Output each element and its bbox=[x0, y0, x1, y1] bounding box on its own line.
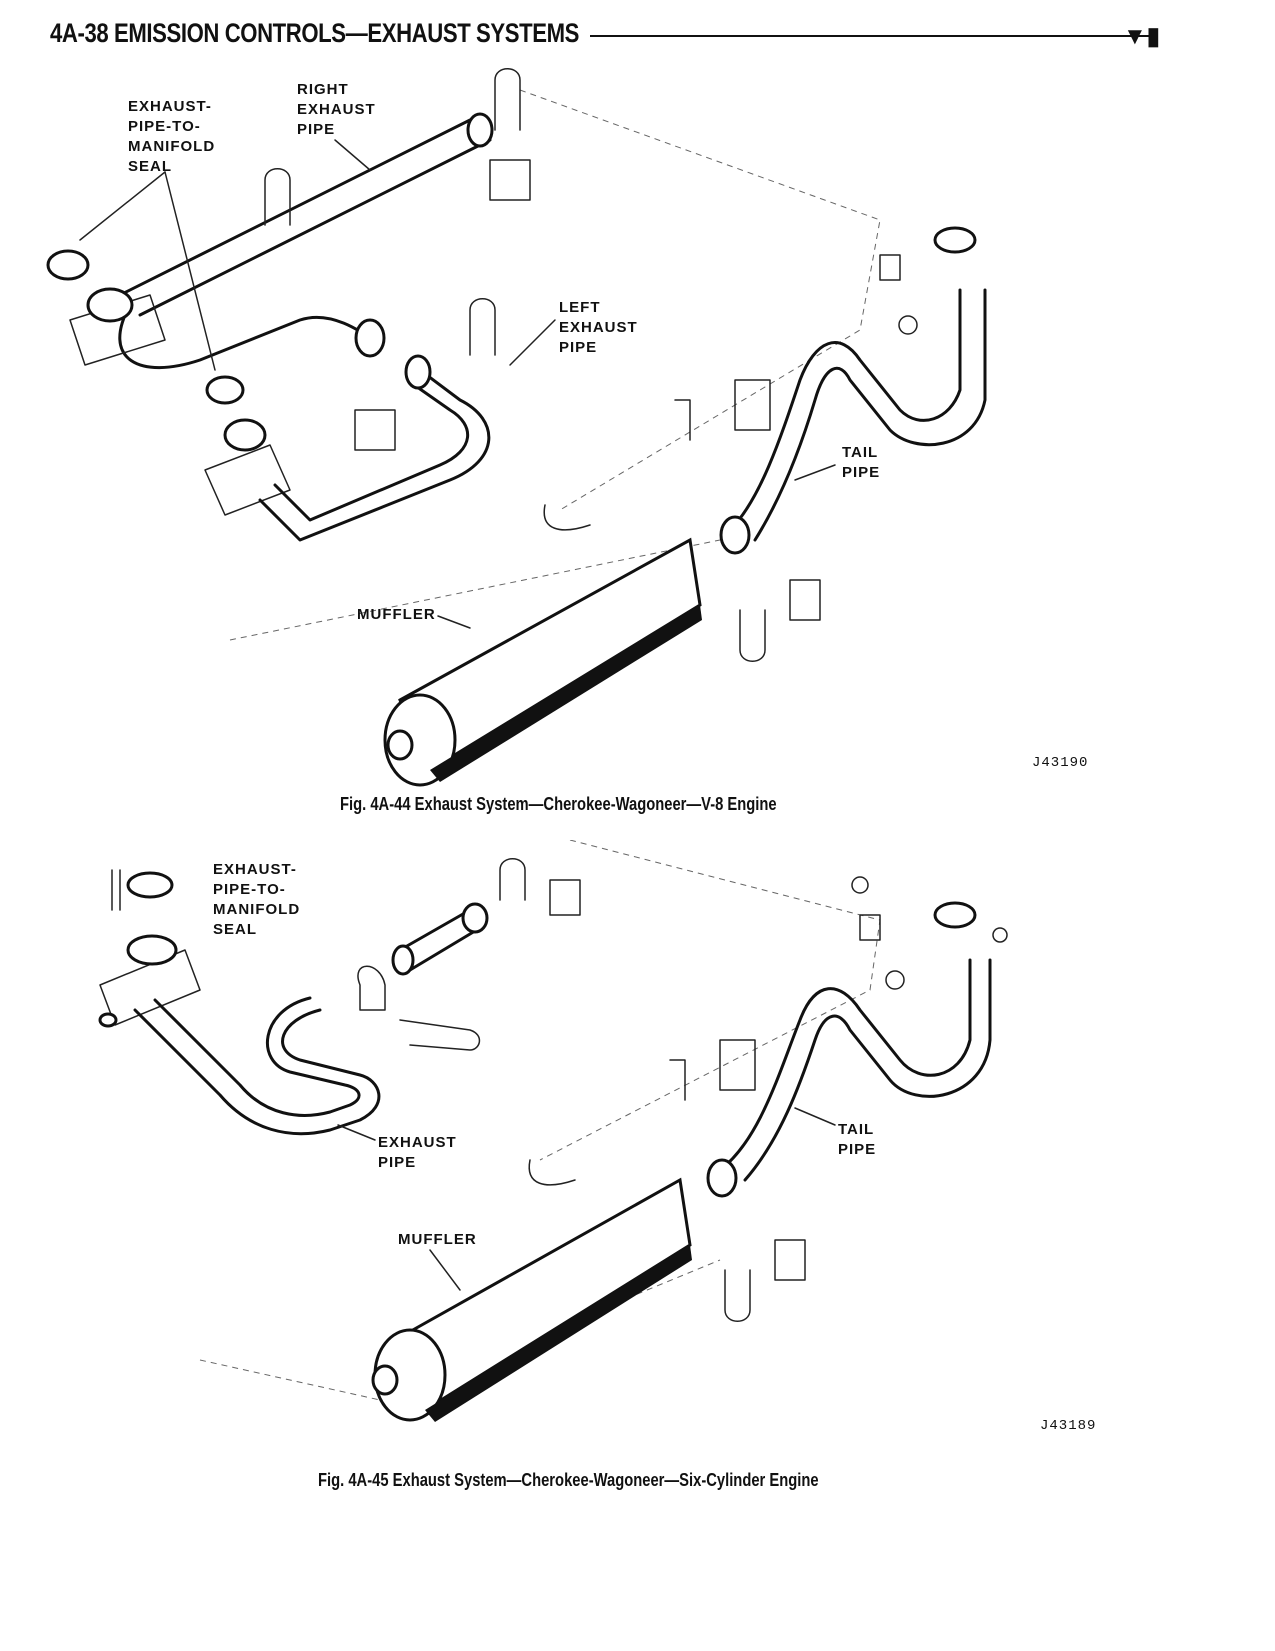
v8-u-bolt-left bbox=[469, 298, 496, 356]
six-muffler bbox=[371, 1159, 692, 1422]
six-muffler-leader bbox=[429, 1249, 461, 1291]
v8-clamp-rear bbox=[789, 579, 821, 621]
header-rule bbox=[590, 35, 1150, 37]
six-tail-clamp bbox=[719, 1039, 756, 1091]
page-header: 4A-38 EMISSION CONTROLS—EXHAUST SYSTEMS … bbox=[50, 18, 1160, 54]
six-exhaust-pipe bbox=[99, 934, 381, 1136]
six-hanger-bracket bbox=[859, 914, 881, 941]
six-tail-pipe-leader bbox=[794, 1107, 836, 1126]
v8-u-bolt-rear bbox=[739, 609, 766, 662]
v8-figure-caption: Fig. 4A-44 Exhaust System—Cherokee-Wagon… bbox=[340, 794, 777, 814]
six-tail-pipe-label: TAIL PIPE bbox=[838, 1121, 877, 1158]
v8-rubber-insulator bbox=[898, 315, 918, 335]
six-clamp-top bbox=[549, 879, 581, 916]
v8-bolt bbox=[674, 399, 691, 441]
v8-u-bolt-mid bbox=[264, 168, 291, 226]
six-cyl-exhaust-drawing bbox=[98, 840, 1008, 1422]
six-figure-code: J43189 bbox=[1040, 1418, 1097, 1434]
six-u-bolt-rear bbox=[724, 1269, 751, 1322]
page-title: 4A-38 EMISSION CONTROLS—EXHAUST SYSTEMS bbox=[50, 18, 584, 49]
v8-seal-leader-2 bbox=[164, 171, 216, 371]
six-support-bracket bbox=[399, 1019, 481, 1051]
v8-clamp-top bbox=[489, 159, 531, 201]
v8-manifold-flange-right bbox=[46, 249, 166, 366]
six-tail-pipe bbox=[706, 901, 992, 1198]
six-guide-lines bbox=[539, 840, 881, 1161]
v8-muffler-label: MUFFLER bbox=[357, 606, 436, 623]
six-intermediate-pipe bbox=[391, 902, 489, 976]
figure-six-cylinder: EXHAUST- PIPE-TO- MANIFOLD SEAL EXHAUST … bbox=[0, 840, 1275, 1470]
six-nut bbox=[98, 1012, 118, 1028]
v8-left-exhaust-pipe bbox=[258, 354, 491, 542]
v8-u-bolt-top bbox=[494, 68, 521, 131]
six-seal-label: EXHAUST- PIPE-TO- MANIFOLD SEAL bbox=[213, 861, 301, 938]
v8-left-pipe-label: LEFT EXHAUST PIPE bbox=[559, 299, 638, 356]
v8-figure-code: J43190 bbox=[1032, 755, 1089, 771]
v8-right-pipe-leader bbox=[334, 139, 371, 171]
v8-manifold-flange-left bbox=[204, 375, 291, 516]
six-seal-ring bbox=[126, 871, 174, 899]
six-hanger-nut bbox=[851, 876, 869, 894]
six-clamp-rear bbox=[774, 1239, 806, 1281]
v8-muffler bbox=[383, 504, 702, 787]
v8-hanger-bracket bbox=[879, 254, 901, 281]
v8-muffler-leader bbox=[437, 615, 471, 629]
six-exhaust-pipe-label: EXHAUST PIPE bbox=[378, 1134, 457, 1171]
v8-left-pipe-leader bbox=[509, 319, 556, 366]
six-figure-caption: Fig. 4A-45 Exhaust System—Cherokee-Wagon… bbox=[318, 1470, 819, 1490]
v8-tail-pipe-leader bbox=[794, 464, 836, 481]
six-pipe-clamp bbox=[357, 965, 386, 1011]
six-bolt bbox=[669, 1059, 686, 1101]
v8-tail-clamp bbox=[734, 379, 771, 431]
six-manifold-stud bbox=[111, 869, 121, 911]
v8-guide-lines bbox=[519, 89, 881, 511]
v8-tail-pipe bbox=[719, 226, 987, 555]
six-muffler-label: MUFFLER bbox=[398, 1231, 477, 1248]
six-exhaust-pipe-leader bbox=[337, 1124, 376, 1141]
figure-v8: EXHAUST- PIPE-TO- MANIFOLD SEAL RIGHT EX… bbox=[0, 60, 1275, 820]
v8-tail-pipe-label: TAIL PIPE bbox=[842, 444, 881, 481]
v8-seal-leader-1 bbox=[79, 171, 166, 241]
six-rubber-insulator bbox=[885, 970, 905, 990]
v8-exhaust-drawing bbox=[46, 68, 987, 787]
v8-right-exhaust-pipe bbox=[118, 112, 494, 369]
six-u-bolt-top bbox=[499, 858, 526, 901]
section-mark: ▼▮ bbox=[1123, 23, 1160, 50]
v8-seal-label: EXHAUST- PIPE-TO- MANIFOLD SEAL bbox=[128, 98, 216, 175]
v8-clamp-left bbox=[354, 409, 396, 451]
six-end-nut bbox=[992, 927, 1008, 943]
v8-right-pipe-label: RIGHT EXHAUST PIPE bbox=[297, 81, 376, 138]
